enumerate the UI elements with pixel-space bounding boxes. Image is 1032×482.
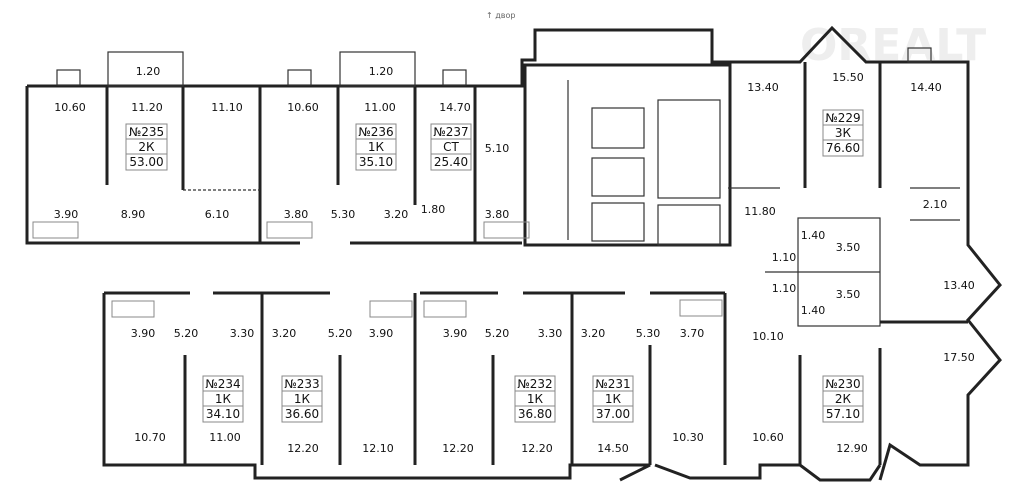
apartment-type: 1К xyxy=(527,392,544,406)
room-areas-right: 13.40 15.50 14.40 11.80 2.10 1.40 3.50 1… xyxy=(744,71,975,364)
apartment-number: №231 xyxy=(595,377,630,391)
apartment-type: 1К xyxy=(294,392,311,406)
room-area: 5.30 xyxy=(331,208,356,221)
room-area: 10.60 xyxy=(54,101,86,114)
apartment-area: 34.10 xyxy=(206,407,240,421)
room-areas-top: 1.20 1.20 10.60 11.20 11.10 10.60 11.00 … xyxy=(54,65,510,221)
room-area: 12.20 xyxy=(442,442,474,455)
apartment-229[interactable]: №229 3К 76.60 xyxy=(822,109,864,157)
room-area: 5.20 xyxy=(174,327,199,340)
room-area: 12.90 xyxy=(836,442,868,455)
room-area: 1.20 xyxy=(136,65,161,78)
apartment-number: №237 xyxy=(433,125,468,139)
apartment-234[interactable]: №234 1К 34.10 xyxy=(202,375,244,423)
room-area: 11.80 xyxy=(744,205,776,218)
room-area: 3.90 xyxy=(54,208,79,221)
room-area: 2.10 xyxy=(923,198,948,211)
apartment-232[interactable]: №232 1К 36.80 xyxy=(514,375,556,423)
room-area: 14.40 xyxy=(910,81,942,94)
apartment-number: №233 xyxy=(284,377,319,391)
room-area: 5.20 xyxy=(328,327,353,340)
room-area: 3.90 xyxy=(443,327,468,340)
apartment-type: 1К xyxy=(215,392,232,406)
room-area: 12.20 xyxy=(287,442,319,455)
walls xyxy=(25,25,1002,482)
apartment-area: 36.80 xyxy=(518,407,552,421)
room-area: 3.20 xyxy=(581,327,606,340)
apartment-number: №235 xyxy=(129,125,164,139)
room-area: 5.30 xyxy=(636,327,661,340)
apartment-235[interactable]: №235 2К 53.00 xyxy=(125,123,168,171)
direction-label: ↑ двор xyxy=(486,11,515,20)
room-area: 1.20 xyxy=(369,65,394,78)
apartment-type: 1К xyxy=(368,140,385,154)
room-area: 1.40 xyxy=(801,229,826,242)
room-area: 15.50 xyxy=(832,71,864,84)
apartment-type: 2К xyxy=(138,140,155,154)
apartment-number: №234 xyxy=(205,377,240,391)
apartment-area: 25.40 xyxy=(434,155,468,169)
room-area: 5.20 xyxy=(485,327,510,340)
room-area: 10.10 xyxy=(752,330,784,343)
room-area: 3.20 xyxy=(272,327,297,340)
room-area: 1.80 xyxy=(421,203,446,216)
room-area: 8.90 xyxy=(121,208,146,221)
apartment-type: 2К xyxy=(835,392,852,406)
apartment-236[interactable]: №236 1К 35.10 xyxy=(355,123,397,171)
room-area: 6.10 xyxy=(205,208,230,221)
room-area: 13.40 xyxy=(747,81,779,94)
room-area: 17.50 xyxy=(943,351,975,364)
apartment-area: 37.00 xyxy=(596,407,630,421)
room-area: 11.10 xyxy=(211,101,243,114)
room-area: 14.50 xyxy=(597,442,629,455)
room-area: 14.70 xyxy=(439,101,471,114)
apartment-type: 1К xyxy=(605,392,622,406)
room-area: 3.30 xyxy=(538,327,563,340)
room-area: 10.30 xyxy=(672,431,704,444)
room-area: 3.80 xyxy=(485,208,510,221)
room-area: 1.40 xyxy=(801,304,826,317)
apartment-237[interactable]: №237 СТ 25.40 xyxy=(430,123,472,171)
room-area: 11.00 xyxy=(209,431,241,444)
apartment-number: №236 xyxy=(358,125,393,139)
room-area: 11.20 xyxy=(131,101,163,114)
apartment-labels: №235 2К 53.00 №236 1К 35.10 №237 СТ 25.4… xyxy=(125,109,864,423)
room-areas-bottom: 3.90 5.20 3.30 3.20 5.20 3.90 3.90 5.20 … xyxy=(131,327,868,455)
room-area: 3.20 xyxy=(384,208,409,221)
room-area: 1.10 xyxy=(772,282,797,295)
room-area: 10.60 xyxy=(287,101,319,114)
apartment-number: №230 xyxy=(825,377,860,391)
apartment-230[interactable]: №230 2К 57.10 xyxy=(822,375,864,423)
room-area: 5.10 xyxy=(485,142,510,155)
room-area: 12.20 xyxy=(521,442,553,455)
room-area: 3.50 xyxy=(836,288,861,301)
apartment-area: 36.60 xyxy=(285,407,319,421)
room-area: 11.00 xyxy=(364,101,396,114)
room-area: 3.80 xyxy=(284,208,309,221)
room-area: 3.30 xyxy=(230,327,255,340)
apartment-type: 3К xyxy=(835,126,852,140)
room-area: 3.90 xyxy=(131,327,156,340)
apartment-area: 76.60 xyxy=(826,141,860,155)
apartment-233[interactable]: №233 1К 36.60 xyxy=(281,375,323,423)
room-area: 3.90 xyxy=(369,327,394,340)
apartment-number: №232 xyxy=(517,377,552,391)
room-area: 1.10 xyxy=(772,251,797,264)
room-area: 12.10 xyxy=(362,442,394,455)
room-area: 10.70 xyxy=(134,431,166,444)
room-area: 3.70 xyxy=(680,327,705,340)
room-area: 10.60 xyxy=(752,431,784,444)
room-area: 13.40 xyxy=(943,279,975,292)
apartment-area: 53.00 xyxy=(129,155,163,169)
apartment-type: СТ xyxy=(443,140,459,154)
apartment-area: 57.10 xyxy=(826,407,860,421)
apartment-231[interactable]: №231 1К 37.00 xyxy=(592,375,634,423)
apartment-area: 35.10 xyxy=(359,155,393,169)
room-area: 3.50 xyxy=(836,241,861,254)
apartment-number: №229 xyxy=(825,111,860,125)
